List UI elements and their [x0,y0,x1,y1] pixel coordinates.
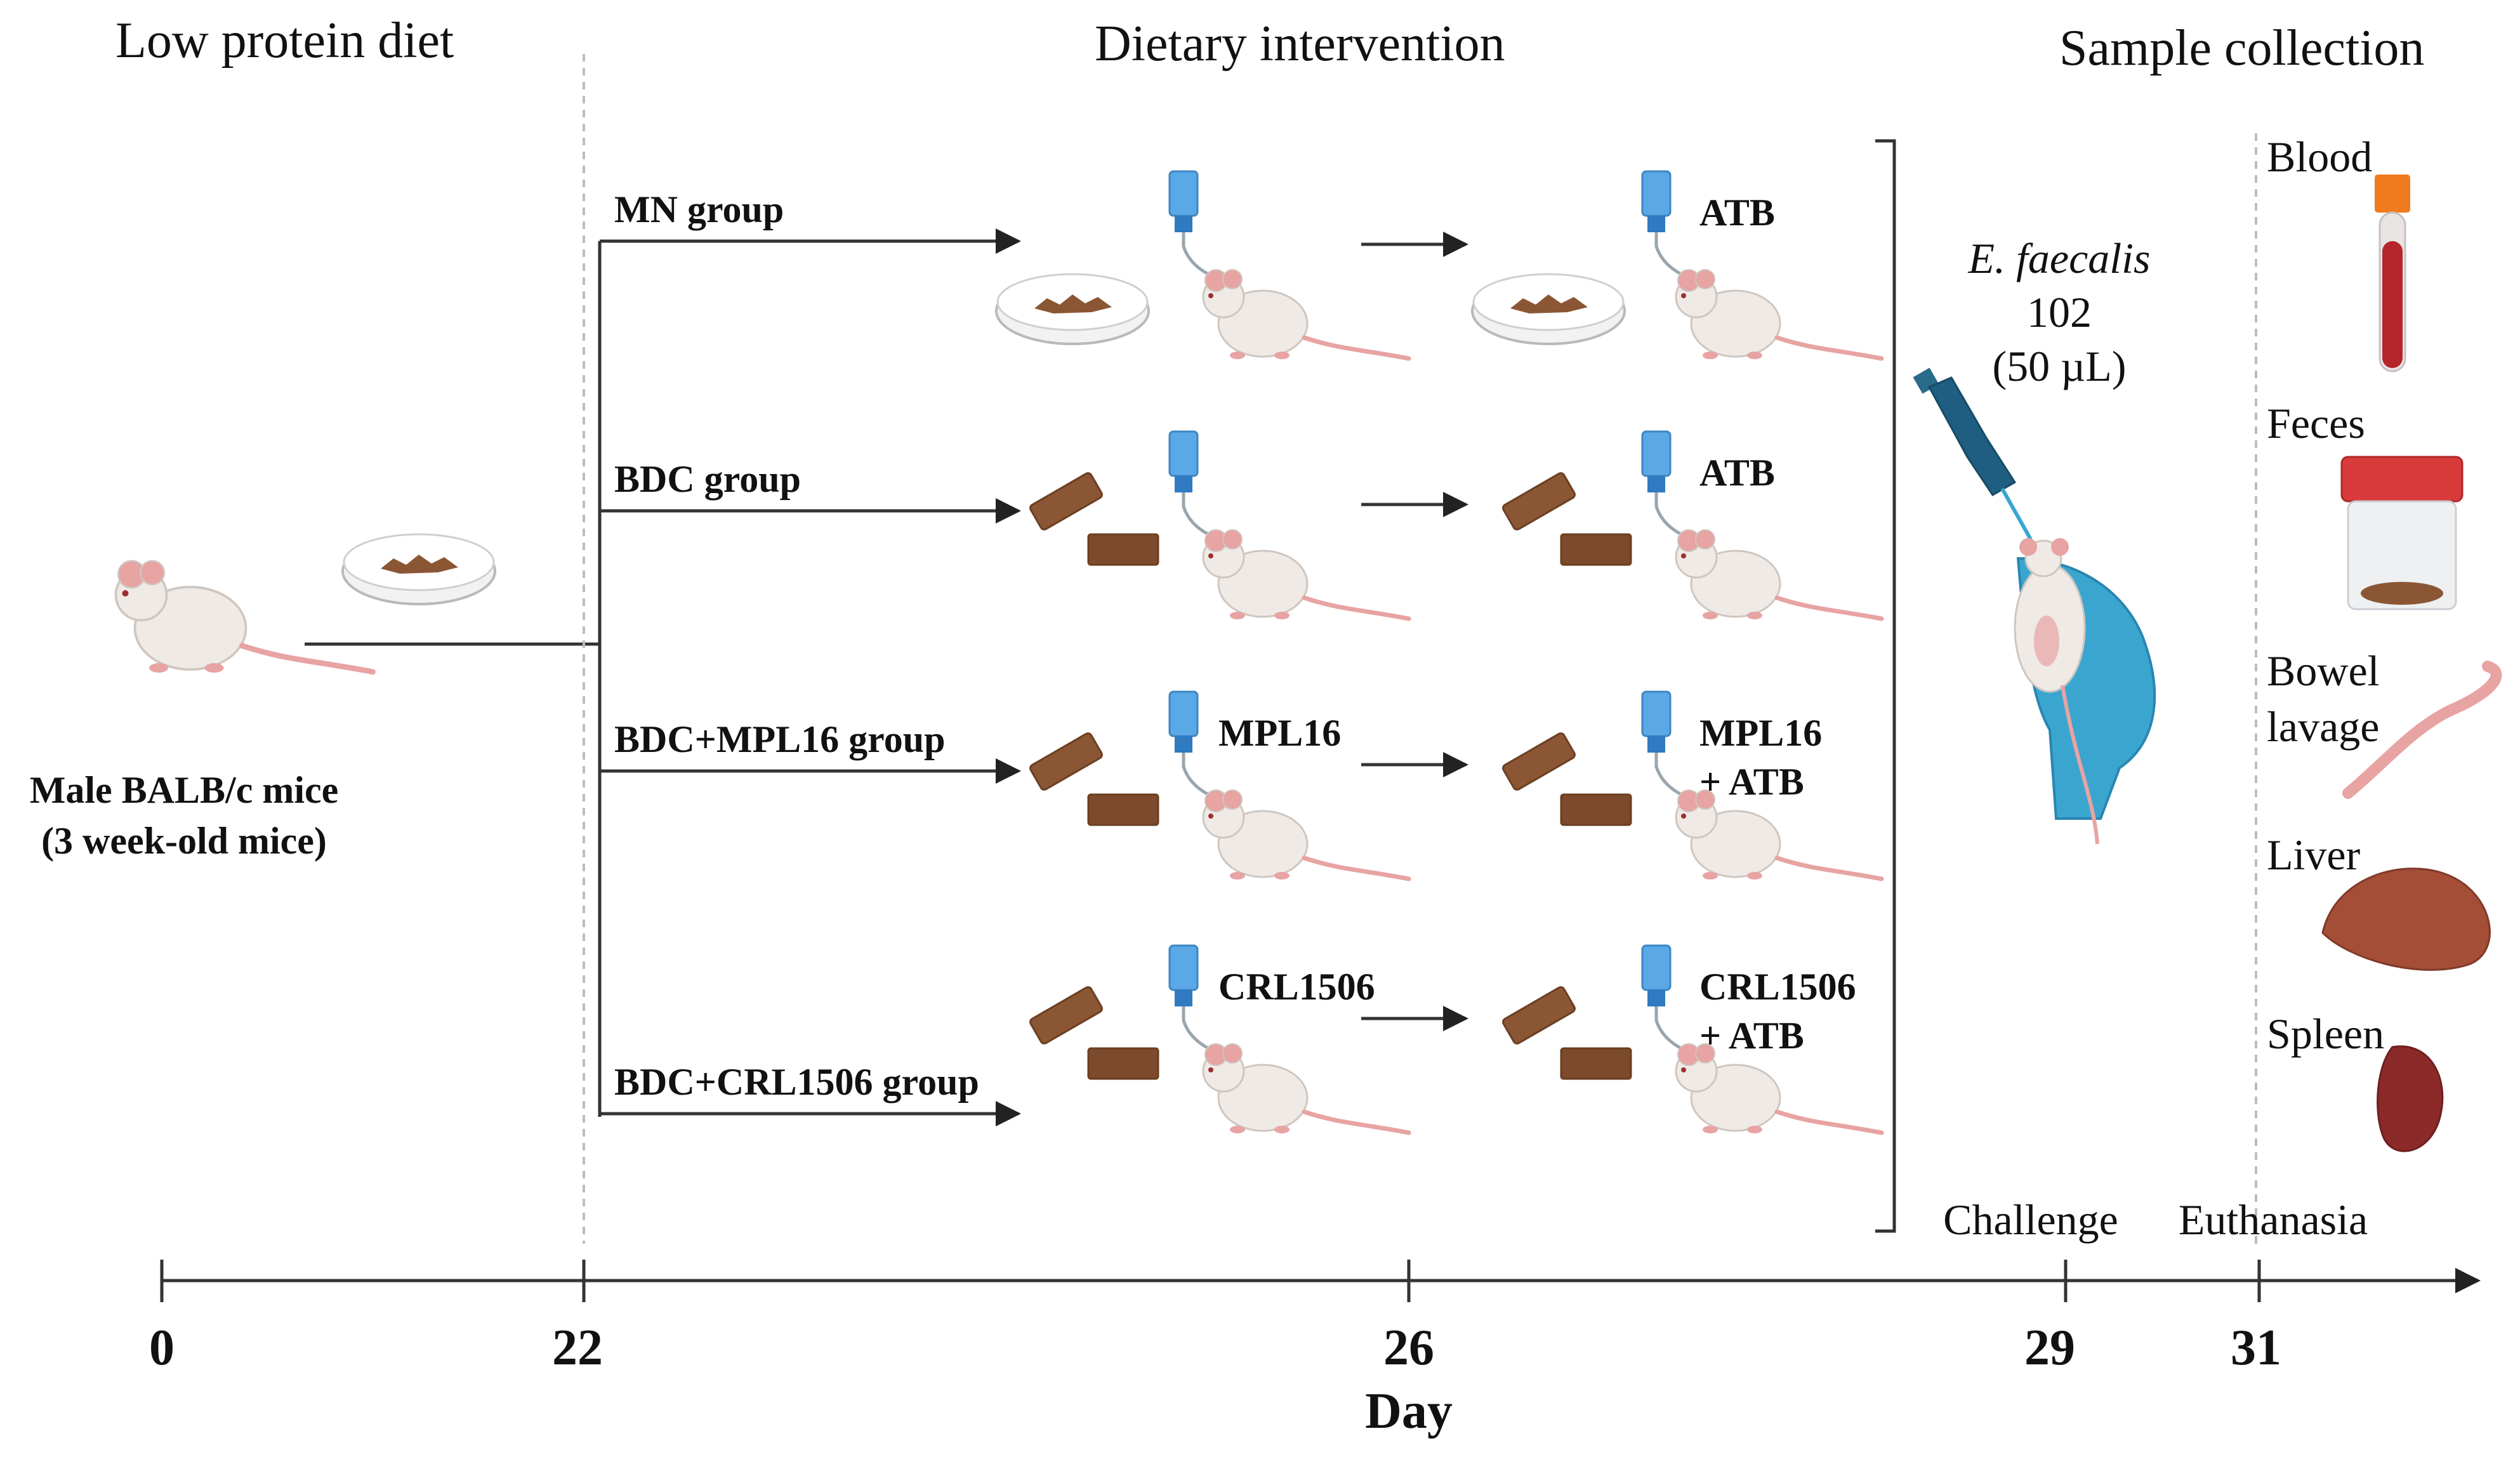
gavage-hand-icon [2014,538,2156,845]
challenge-dose: 102 [2027,288,2092,336]
challenge-volume: (50 µL) [1992,342,2126,390]
mouse-icon [1203,790,1409,880]
timeline-ticks: 0 22 26 29 31 [149,1260,2281,1376]
drink-label-phase2: ATB [1699,192,1775,234]
header-sample-collection: Sample collection [2059,20,2424,76]
header-low-protein: Low protein diet [115,13,454,69]
mouse-icon [1203,530,1409,619]
water-bottle-icon [1642,692,1701,803]
sample-liver-label: Liver [2267,831,2361,879]
group-name: BDC+CRL1506 group [614,1061,979,1103]
tick-label: 0 [149,1320,175,1376]
event-euthanasia: Euthanasia [2179,1196,2368,1244]
mouse-icon [1676,530,1882,619]
bowel-icon [2342,661,2502,799]
sample-spleen-label: Spleen [2267,1010,2384,1058]
tick-label: 22 [552,1320,603,1376]
water-bottle-icon [1642,432,1701,543]
pipette-icon [1913,367,2033,541]
feces-jar-icon [2340,456,2464,610]
group-name: BDC+MPL16 group [614,718,945,760]
water-bottle-icon [1642,171,1701,282]
food-dish-icon [995,273,1150,345]
water-bottle-icon [1170,432,1228,543]
food-pellets-icon [1027,984,1159,1080]
mouse-icon [1676,1044,1882,1133]
water-bottle-icon [1170,171,1228,282]
sample-lavage-label: lavage [2267,702,2379,751]
sample-bowel-label: Bowel [2267,647,2380,695]
mouse-icon [1203,270,1409,359]
event-challenge: Challenge [1943,1196,2118,1244]
mouse-icon [1676,270,1882,359]
food-dish-icon [1471,273,1626,345]
intervention-bracket [1875,139,1896,1233]
drink-label-phase1: MPL16 [1218,712,1341,754]
water-bottle-icon [1642,946,1701,1057]
initial-mouse-icon [116,561,373,673]
food-pellets-icon [1500,730,1632,826]
mouse-icon [1203,1044,1409,1133]
timeline-axis-label: Day [1365,1383,1453,1439]
challenge-organism: E. faecalis [1967,234,2150,282]
tick-label: 26 [1383,1320,1434,1376]
drink-label-phase2-extra: + ATB [1699,761,1804,803]
drink-label-phase2: CRL1506 [1699,966,1856,1008]
spleen-icon [2377,1045,2444,1152]
tick-label: 31 [2231,1320,2281,1376]
group-name: BDC group [614,458,801,500]
group-row: MN group ATB [600,171,1882,359]
group-row: BDC+MPL16 group MPL16 MPL16 + ATB [600,692,1882,880]
food-pellets-icon [1027,470,1159,566]
sample-blood-label: Blood [2267,133,2372,181]
group-row: BDC+CRL1506 group CRL1506 CRL1506 + ATB [600,946,1882,1133]
drink-label-phase2: MPL16 [1699,712,1822,754]
mouse-icon [1676,790,1882,880]
drink-label-phase2: ATB [1699,452,1775,494]
sample-feces-label: Feces [2267,399,2365,447]
group-row: BDC group ATB [600,432,1882,619]
food-pellets-icon [1500,984,1632,1080]
header-dietary-intervention: Dietary intervention [1095,16,1505,72]
mouse-label-line1: Male BALB/c mice [30,769,339,811]
mouse-label-line2: (3 week-old mice) [41,820,327,862]
drink-label-phase2-extra: + ATB [1699,1015,1804,1057]
blood-tube-icon [2375,175,2410,372]
liver-icon [2321,867,2491,971]
group-name: MN group [614,188,784,230]
food-pellets-icon [1027,730,1159,826]
food-pellets-icon [1500,470,1632,566]
initial-dish-icon [341,533,496,605]
tick-label: 29 [2024,1320,2075,1376]
drink-label-phase1: CRL1506 [1218,966,1375,1008]
